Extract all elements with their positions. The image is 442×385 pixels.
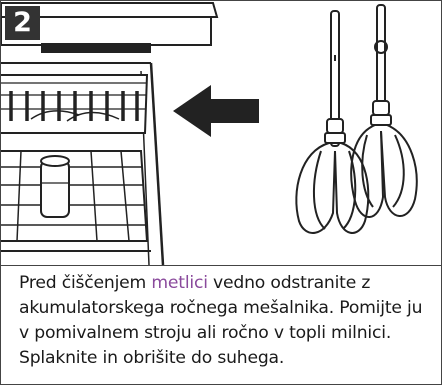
beaters-illustration bbox=[295, 4, 418, 234]
instruction-text-start: Pred čiščenjem bbox=[19, 273, 152, 293]
highlighted-term: metlici bbox=[151, 273, 208, 293]
arrow-left-icon bbox=[173, 85, 259, 137]
instruction-text-rest: vedno odstranite z akumulatorskega ročne… bbox=[19, 273, 423, 368]
dishwasher-illustration bbox=[1, 2, 219, 265]
instruction-text: Pred čiščenjem metlici vedno odstranite … bbox=[19, 271, 434, 371]
step-illustration: 2 bbox=[1, 1, 441, 266]
step-number-badge: 2 bbox=[5, 6, 40, 40]
